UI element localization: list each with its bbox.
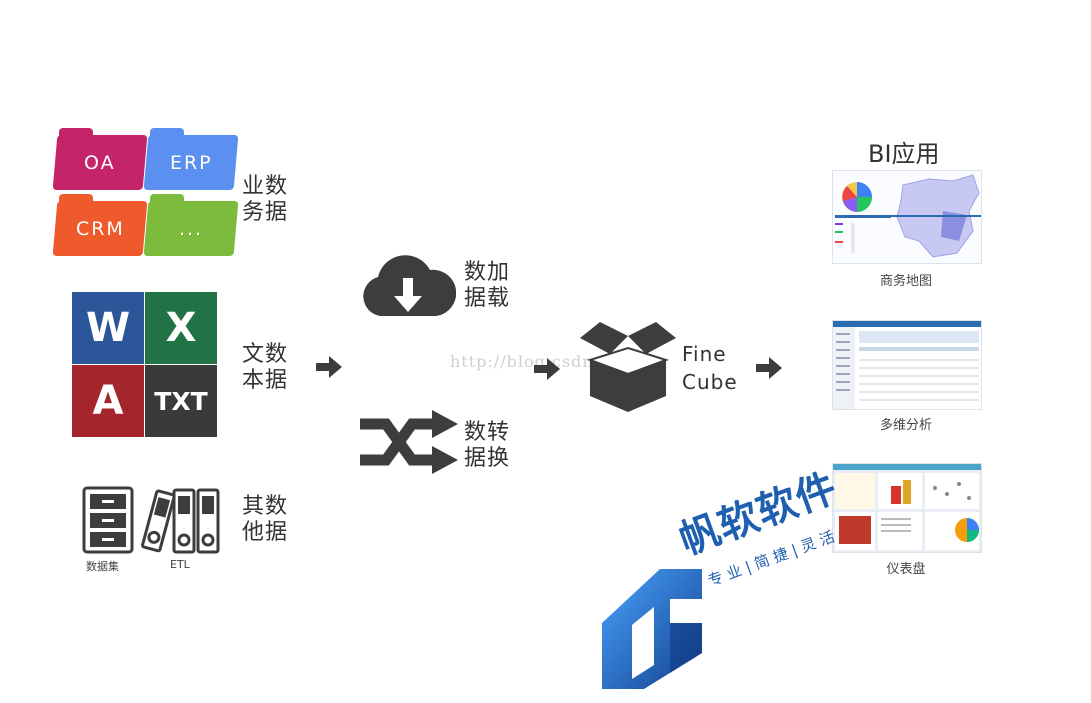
etl-caption: ETL [170, 558, 190, 571]
arrow-right-icon [756, 357, 782, 379]
dataset-cabinet-icon [82, 486, 134, 554]
business-map-caption: 商务地图 [879, 274, 932, 289]
excel-label: X [165, 305, 197, 351]
other-data-label: 其数 他据 [242, 494, 289, 545]
folder-oa: OA [52, 128, 148, 190]
arrow-right-icon [534, 358, 560, 380]
dashboard-thumbnail [832, 463, 982, 553]
dataset-caption: 数据集 [86, 560, 119, 573]
folder-more-label: ... [178, 217, 204, 240]
cloud-download-icon [363, 255, 456, 316]
data-transform-label: 数转 据换 [464, 420, 511, 471]
folder-erp: ERP [143, 128, 239, 190]
folder-oa-label: OA [84, 151, 116, 174]
multidimensional-analysis-thumbnail [832, 320, 982, 410]
cube-box-icon [580, 322, 676, 412]
etl-binders-icon [141, 488, 220, 554]
text-data-label: 文数 本据 [242, 342, 289, 393]
excel-icon: X [145, 292, 217, 364]
fine-cube-label: Fine Cube [682, 342, 738, 394]
access-icon: A [72, 365, 144, 437]
bi-title: BI应用 [868, 140, 940, 168]
dashboard-caption: 仪表盘 [886, 562, 926, 577]
dashboard-preview-graphic [833, 464, 981, 550]
folder-more: ... [143, 194, 239, 256]
map-preview-graphic [835, 174, 981, 258]
multidimensional-analysis-caption: 多维分析 [879, 418, 932, 433]
folder-crm: CRM [52, 194, 148, 256]
access-label: A [92, 378, 124, 424]
folder-erp-label: ERP [169, 151, 213, 174]
fanruan-logo-icon [602, 569, 702, 689]
txt-icon: TXT [145, 365, 217, 437]
shuffle-icon [360, 410, 458, 474]
word-label: W [85, 305, 131, 351]
business-map-thumbnail [832, 170, 982, 264]
arrow-right-icon [316, 356, 342, 378]
folder-crm-label: CRM [75, 217, 125, 240]
analysis-preview-graphic [833, 321, 981, 409]
business-data-label: 业数 务据 [242, 174, 289, 225]
watermark-url: http://blog.csdn.net/ [450, 352, 636, 371]
data-load-label: 数加 据载 [464, 260, 511, 311]
txt-label: TXT [154, 386, 208, 416]
word-icon: W [72, 292, 144, 364]
